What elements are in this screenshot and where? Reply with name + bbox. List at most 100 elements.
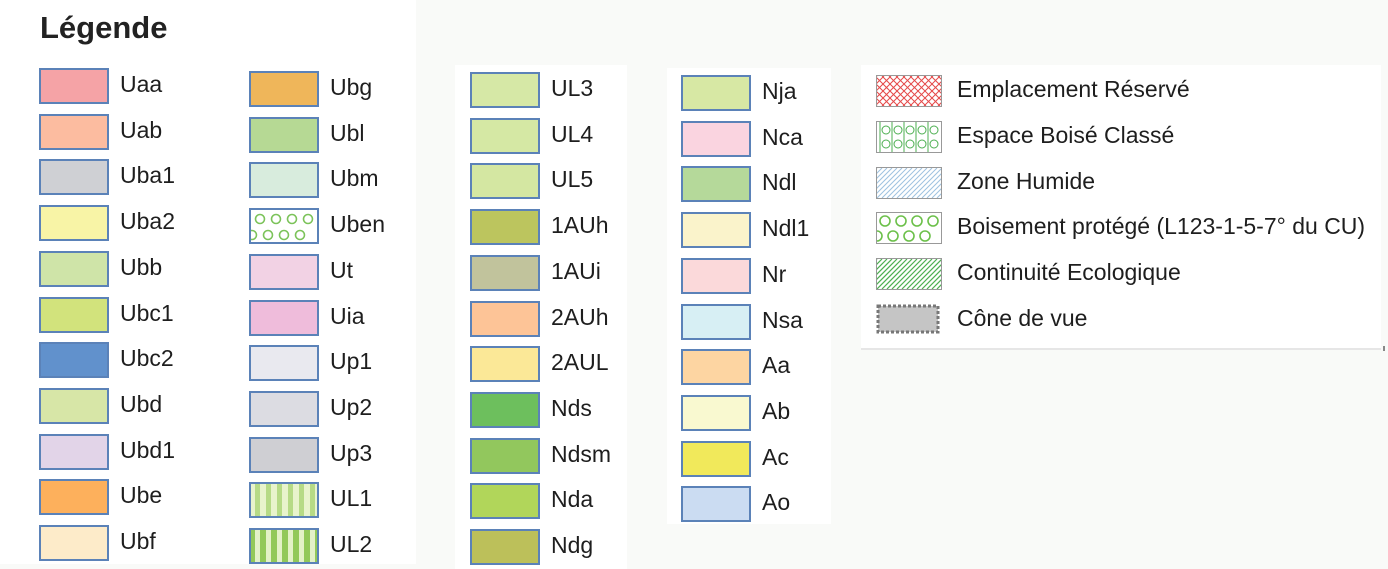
legend-swatch (470, 254, 540, 291)
legend-label: Ndsm (551, 440, 612, 467)
legend-swatch (249, 345, 319, 382)
overlay-swatch (876, 258, 942, 291)
legend-label: Nsa (762, 306, 803, 333)
legend-swatch (39, 159, 109, 196)
legend-swatch (681, 257, 751, 294)
legend-swatch (249, 299, 319, 336)
legend-label: UL5 (551, 166, 594, 193)
legend-label: Ubg (330, 74, 373, 100)
legend-swatch (681, 394, 751, 431)
legend-swatch (39, 525, 109, 561)
legend-swatch (470, 529, 540, 565)
legend-swatch (470, 300, 540, 337)
legend-label: UL4 (551, 120, 594, 147)
legend-label: Nca (762, 123, 803, 150)
legend-swatch (249, 436, 319, 473)
legend-swatch (249, 390, 319, 427)
overlay-swatch (876, 75, 942, 107)
legend-label: UL2 (330, 531, 373, 557)
legend-swatch (249, 162, 319, 199)
legend-swatch (470, 163, 540, 200)
legend-swatch (39, 479, 109, 516)
overlay-swatch (876, 166, 942, 199)
legend-swatch (249, 482, 319, 519)
legend-label: Ndl1 (762, 215, 810, 242)
legend-label: Uia (330, 302, 365, 329)
legend-label: Uba2 (120, 208, 175, 235)
legend-swatch (681, 75, 751, 111)
legend-label: Ubd1 (120, 436, 175, 463)
legend-swatch (39, 113, 109, 150)
legend-label: Ubc2 (120, 345, 174, 372)
legend-swatch (470, 437, 540, 474)
legend-swatch (249, 71, 319, 107)
legend-label: Ut (330, 256, 353, 283)
legend-label: Ubf (120, 528, 156, 554)
legend-swatch (39, 205, 109, 242)
legend-swatch (681, 303, 751, 340)
legend-swatch (249, 253, 319, 290)
legend-swatch (470, 391, 540, 428)
overlay-swatch (876, 120, 942, 153)
overlay-label: Boisement protégé (L123-1-5-7° du CU) (957, 213, 1366, 240)
legend-swatch (39, 387, 109, 424)
legend-label: Ubd (120, 390, 163, 417)
legend-swatch (681, 166, 751, 203)
legend-swatch (39, 68, 109, 104)
overlay-label: Continuité Ecologique (957, 259, 1181, 286)
overlay-label: Espace Boisé Classé (957, 121, 1175, 148)
legend-label: 2AUL (551, 349, 609, 376)
legend-panel-overlays (861, 65, 1385, 351)
legend-label: Up2 (330, 393, 373, 420)
legend-swatch (470, 72, 540, 108)
legend-swatch (39, 342, 109, 379)
legend-label: Aa (762, 352, 791, 379)
legend-swatch (681, 349, 751, 386)
legend-label: Ubb (120, 253, 163, 280)
legend-label: Ubm (330, 165, 379, 192)
legend-swatch (470, 209, 540, 246)
legend-title: Légende (40, 10, 168, 45)
overlay-swatch (876, 304, 940, 334)
legend-swatch (249, 528, 319, 564)
legend-swatch (249, 116, 319, 153)
legend-swatch (681, 440, 751, 477)
overlay-label: Zone Humide (957, 167, 1096, 194)
overlay-label: Cône de vue (957, 305, 1088, 331)
legend-label: Ao (762, 489, 791, 516)
legend-swatch (39, 433, 109, 470)
legend-label: Nda (551, 486, 594, 513)
legend-label: 1AUi (551, 257, 601, 284)
legend-swatch (470, 346, 540, 383)
legend-label: Ube (120, 482, 163, 509)
legend-label: Nja (762, 78, 797, 104)
legend-label: 2AUh (551, 303, 609, 330)
legend-swatch (249, 208, 319, 245)
legend-label: Ubl (330, 119, 365, 146)
overlay-swatch (876, 212, 942, 245)
legend-label: Nds (551, 394, 592, 421)
legend-swatch (39, 296, 109, 333)
legend-label: Up3 (330, 439, 373, 466)
legend-swatch (39, 250, 109, 287)
legend-swatch (470, 483, 540, 520)
legend-label: Ndl (762, 169, 797, 196)
legend-label: Uaa (120, 71, 163, 97)
legend-label: UL3 (551, 75, 594, 101)
legend-label: Ubc1 (120, 299, 174, 326)
legend-label: Up1 (330, 348, 373, 375)
legend-swatch (681, 120, 751, 157)
legend-swatch (681, 212, 751, 249)
legend-label: Uba1 (120, 162, 175, 189)
legend-label: Ac (762, 443, 789, 470)
legend-label: Uben (330, 211, 385, 238)
legend-label: Ndg (551, 532, 594, 558)
legend-label: Ab (762, 397, 791, 424)
legend-label: Nr (762, 260, 787, 287)
overlay-label: Emplacement Réservé (957, 76, 1190, 102)
legend-label: UL1 (330, 485, 373, 512)
legend-swatch (681, 486, 751, 523)
legend-label: Uab (120, 116, 163, 143)
legend-label: 1AUh (551, 212, 609, 239)
legend-swatch (470, 117, 540, 154)
